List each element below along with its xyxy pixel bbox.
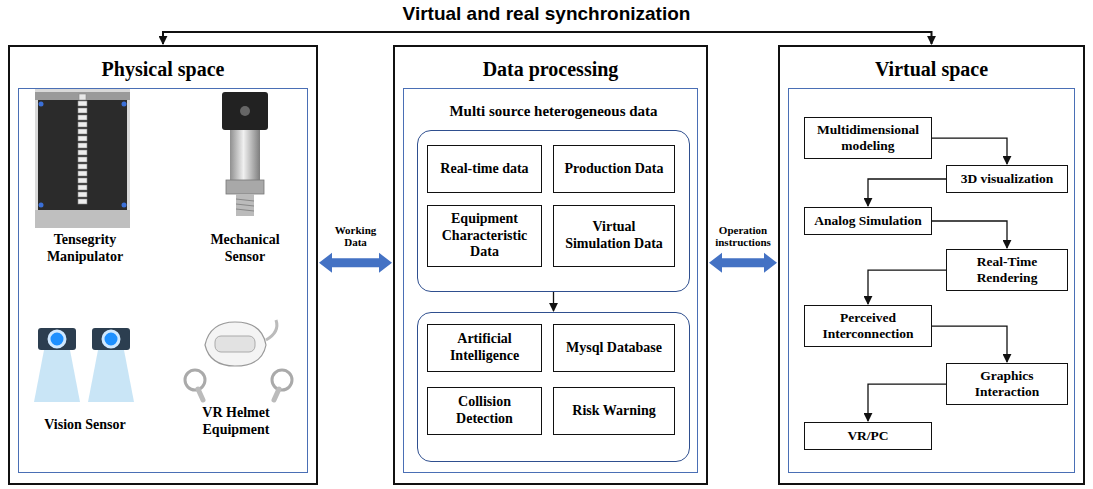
process-box: Virtual Simulation Data <box>553 205 675 267</box>
panel-heading: Data processing <box>395 57 706 81</box>
equipment-caption: Mechanical Sensor <box>190 232 300 266</box>
box-label: Analog Simulation <box>814 213 922 229</box>
flow-arrow <box>932 326 1007 362</box>
box-label: Virtual Simulation Data <box>559 219 669 253</box>
process-box: Real-Time Rendering <box>946 249 1068 291</box>
space-panel: Virtual spaceMultidimensional modeling 3D… <box>778 45 1085 485</box>
edge-label: Working Data <box>323 224 389 249</box>
process-box: 3D visualization <box>946 165 1068 193</box>
diagram-title: Virtual and real synchronization <box>0 3 1093 26</box>
process-box: Mysql Database <box>553 324 675 372</box>
box-label: Production Data <box>565 161 664 178</box>
box-label: Graphics Interaction <box>952 368 1062 400</box>
box-label: Mysql Database <box>566 340 662 357</box>
equipment-caption: VR Helmet Equipment <box>181 405 291 439</box>
box-label: Real-time data <box>440 161 528 178</box>
process-box: Multidimensional modeling <box>804 117 932 159</box>
box-label: Real-Time Rendering <box>952 254 1062 286</box>
group-heading: Multi source heterogeneous data <box>417 102 690 120</box>
flow-arrow <box>932 138 1007 164</box>
data-group: Multi source heterogeneous dataReal-time… <box>417 102 690 292</box>
box-label: VR/PC <box>847 428 888 444</box>
vision-sensor-picture <box>34 328 134 402</box>
process-box: VR/PC <box>804 422 932 450</box>
box-label: Equipment Characteristic Data <box>433 211 536 261</box>
equipment-caption: Tensegrity Manipulator <box>30 232 140 266</box>
process-box: Risk Warning <box>553 387 675 435</box>
process-box: Collision Detection <box>427 387 542 435</box>
pressure-sensor-picture <box>222 92 268 216</box>
flow-arrow <box>868 384 946 421</box>
double-block-arrow <box>709 253 777 273</box>
box-label: Collision Detection <box>433 394 536 428</box>
process-box: Perceived Interconnection <box>804 305 932 347</box>
tensegrity-manipulator-picture <box>35 88 130 228</box>
flow-arrow <box>868 179 946 206</box>
flow-arrow <box>932 221 1007 248</box>
data-group: Artificial Intelligence Mysql DatabaseCol… <box>417 312 690 462</box>
box-label: Perceived Interconnection <box>810 310 926 342</box>
equipment-caption: Vision Sensor <box>25 417 145 434</box>
process-box: Graphics Interaction <box>946 363 1068 405</box>
panel-heading: Virtual space <box>780 57 1083 81</box>
box-label: 3D visualization <box>961 171 1054 187</box>
process-box: Analog Simulation <box>804 207 932 235</box>
double-block-arrow <box>319 253 392 273</box>
flow-arrow <box>868 270 946 304</box>
box-label: Artificial Intelligence <box>433 331 536 365</box>
sync-bracket-arrow <box>163 32 932 44</box>
space-panel: Data processingMulti source heterogeneou… <box>393 45 708 485</box>
process-box: Artificial Intelligence <box>427 324 542 372</box>
process-box: Equipment Characteristic Data <box>427 205 542 267</box>
vr-headset-picture <box>185 320 292 400</box>
panel-heading: Physical space <box>10 57 316 81</box>
flow-arrow <box>553 292 554 311</box>
edge-label: Operation instructions <box>710 224 776 249</box>
process-box: Production Data <box>553 145 675 193</box>
box-label: Risk Warning <box>572 403 655 420</box>
box-label: Multidimensional modeling <box>810 122 926 154</box>
process-box: Real-time data <box>427 145 542 193</box>
